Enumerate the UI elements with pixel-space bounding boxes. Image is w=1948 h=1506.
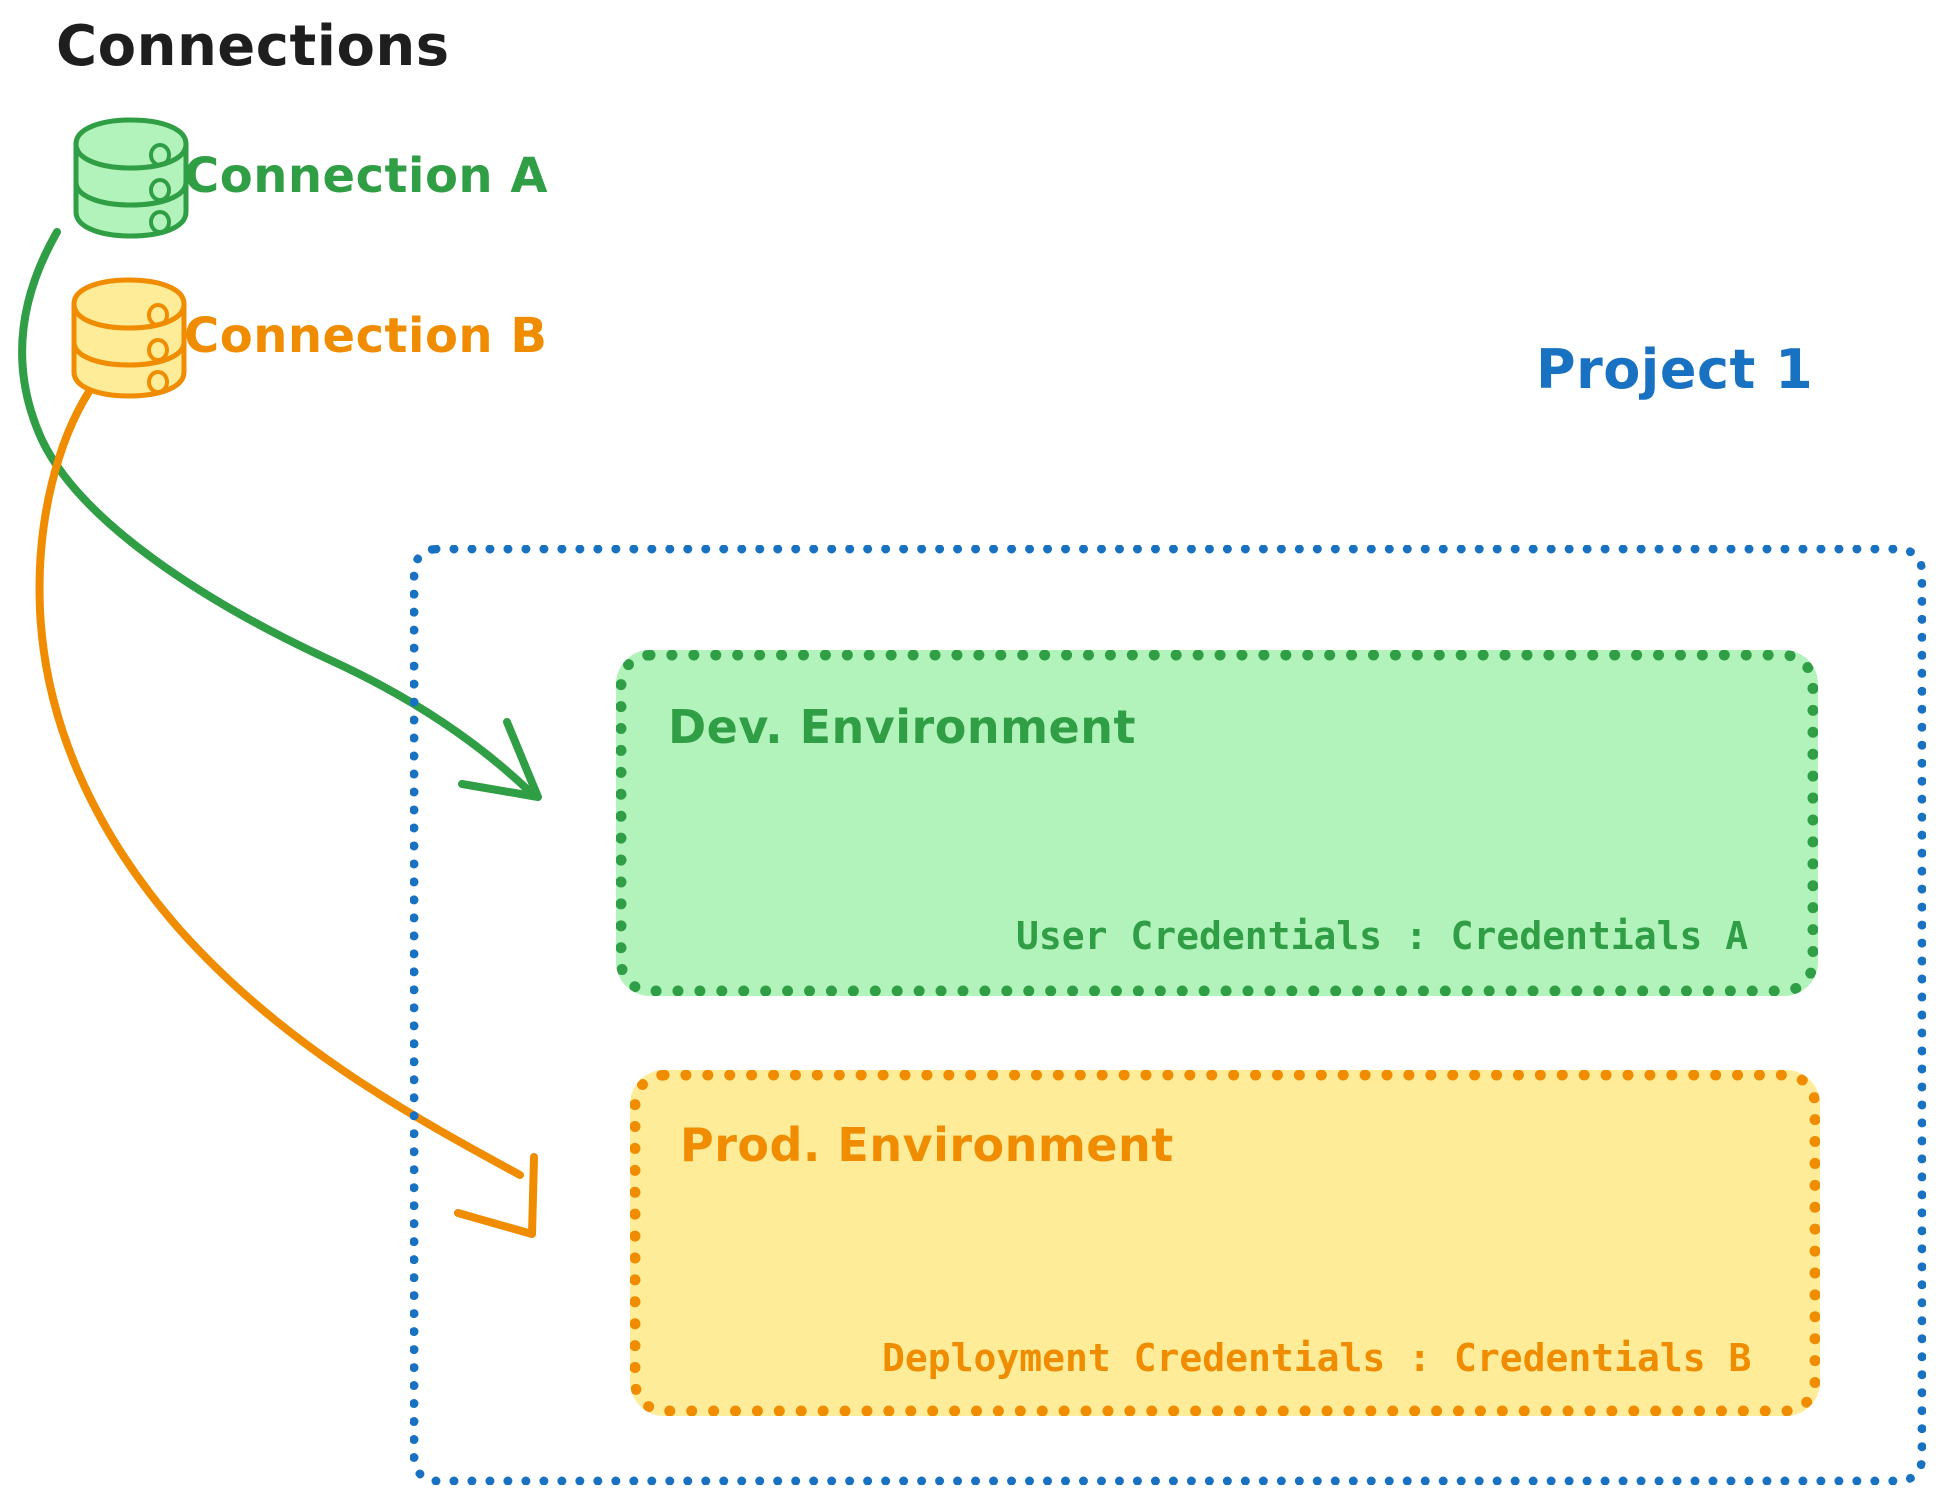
connection-a-label: Connection A <box>184 148 548 204</box>
connection-b-arrow-head <box>454 1153 538 1238</box>
connection-b-arrow-path <box>35 386 524 1179</box>
prod-environment-box <box>630 1070 1820 1416</box>
connection-b-label: Connection B <box>184 308 548 364</box>
dev-environment-title: Dev. Environment <box>668 700 1136 754</box>
connection-a-arrow-path <box>18 228 532 794</box>
page-title: Connections <box>56 14 450 79</box>
database-cylinder-icon-b <box>71 277 187 399</box>
project-label: Project 1 <box>1536 338 1814 401</box>
prod-environment-credentials: Deployment Credentials : Credentials B <box>882 1336 1752 1380</box>
dev-environment-box <box>616 650 1818 996</box>
prod-environment-title: Prod. Environment <box>680 1118 1174 1172</box>
database-cylinder-icon-a <box>73 117 189 239</box>
connection-a-to-dev-arrow <box>18 228 542 801</box>
dev-environment-credentials: User Credentials : Credentials A <box>1016 914 1749 958</box>
project-container-box <box>410 545 1926 1485</box>
connection-a-arrow-head <box>458 718 542 801</box>
connection-b-to-prod-arrow <box>35 386 538 1238</box>
